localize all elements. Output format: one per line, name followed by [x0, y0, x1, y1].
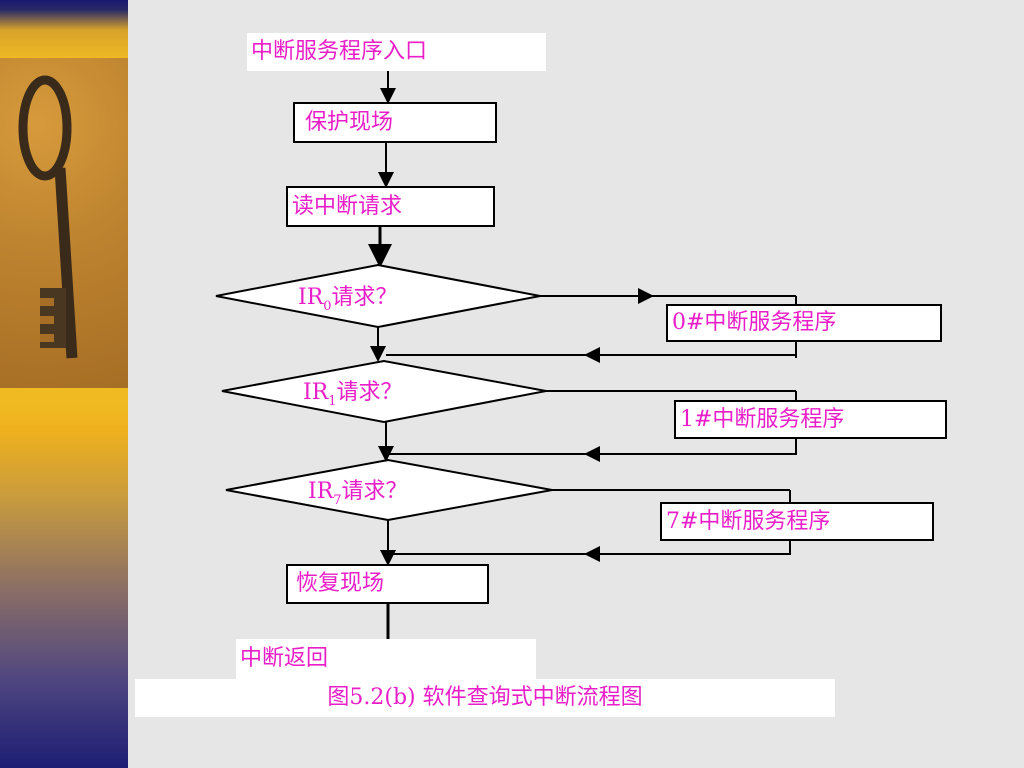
restore-label: 恢复现场 [296, 571, 385, 596]
return-label: 中断返回 [240, 646, 329, 671]
svc1-label: 1#中断服务程序 [680, 406, 845, 432]
read-label: 读中断请求 [292, 193, 403, 219]
sidebar-decor [0, 0, 128, 768]
svc1-node: 1#中断服务程序 [674, 400, 947, 439]
ir1-label: IR1请求？ [303, 380, 403, 409]
svc7-label: 7#中断服务程序 [666, 508, 831, 534]
svc0-node: 0#中断服务程序 [666, 304, 942, 342]
svc0-label: 0#中断服务程序 [672, 310, 837, 335]
entry-node: 中断服务程序入口 [247, 33, 546, 71]
save-label: 保护现场 [305, 109, 394, 135]
return-node: 中断返回 [236, 639, 536, 679]
read-node: 读中断请求 [286, 186, 495, 227]
svc7-node: 7#中断服务程序 [660, 502, 934, 541]
caption-bar: 图5.2(b) 软件查询式中断流程图 [135, 679, 835, 717]
restore-node: 恢复现场 [286, 564, 489, 604]
caption-text: 图5.2(b) 软件查询式中断流程图 [327, 685, 643, 710]
key-photo [0, 58, 128, 388]
entry-label: 中断服务程序入口 [251, 39, 428, 64]
ir0-label: IR0请求？ [298, 285, 398, 314]
ir7-label: IR7请求？ [308, 479, 408, 508]
save-node: 保护现场 [293, 102, 497, 143]
